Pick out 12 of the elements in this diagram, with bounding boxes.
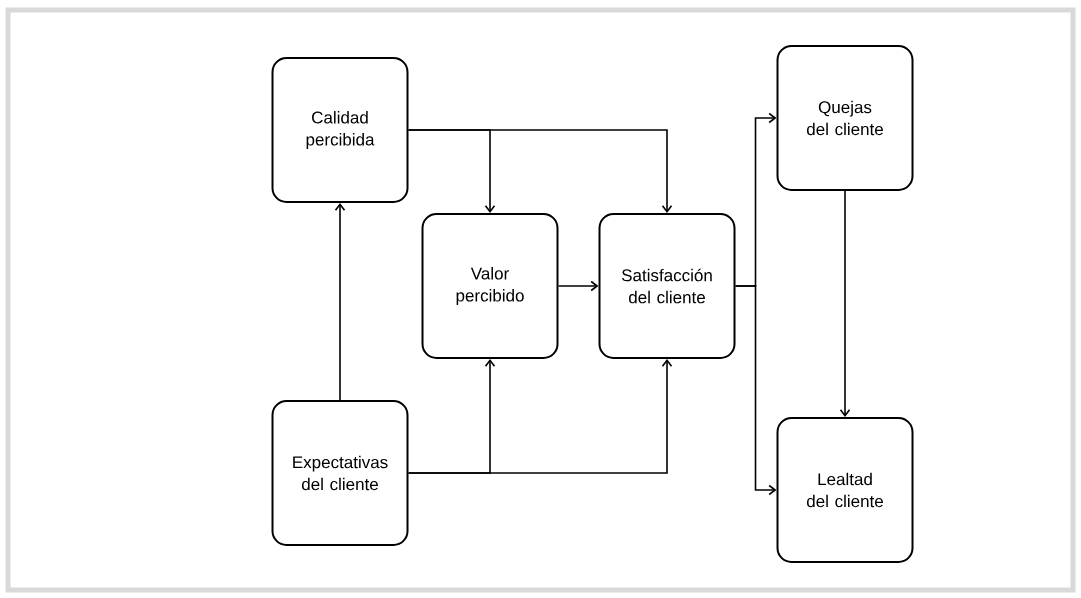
process-box: Satisfacción del cliente (598, 213, 736, 359)
process-box: Calidad percibida (271, 57, 409, 203)
arrow (839, 190, 851, 417)
process-box: Valor percibido (421, 213, 559, 359)
process-box: Expectativas del cliente (271, 400, 409, 546)
arrow (334, 203, 346, 401)
process-box: Lealtad del cliente (776, 417, 914, 563)
process-box: Quejas del cliente (776, 45, 914, 191)
arrow (407, 129, 673, 213)
arrow (557, 280, 599, 292)
arrow (407, 359, 673, 474)
arrow (734, 285, 777, 496)
